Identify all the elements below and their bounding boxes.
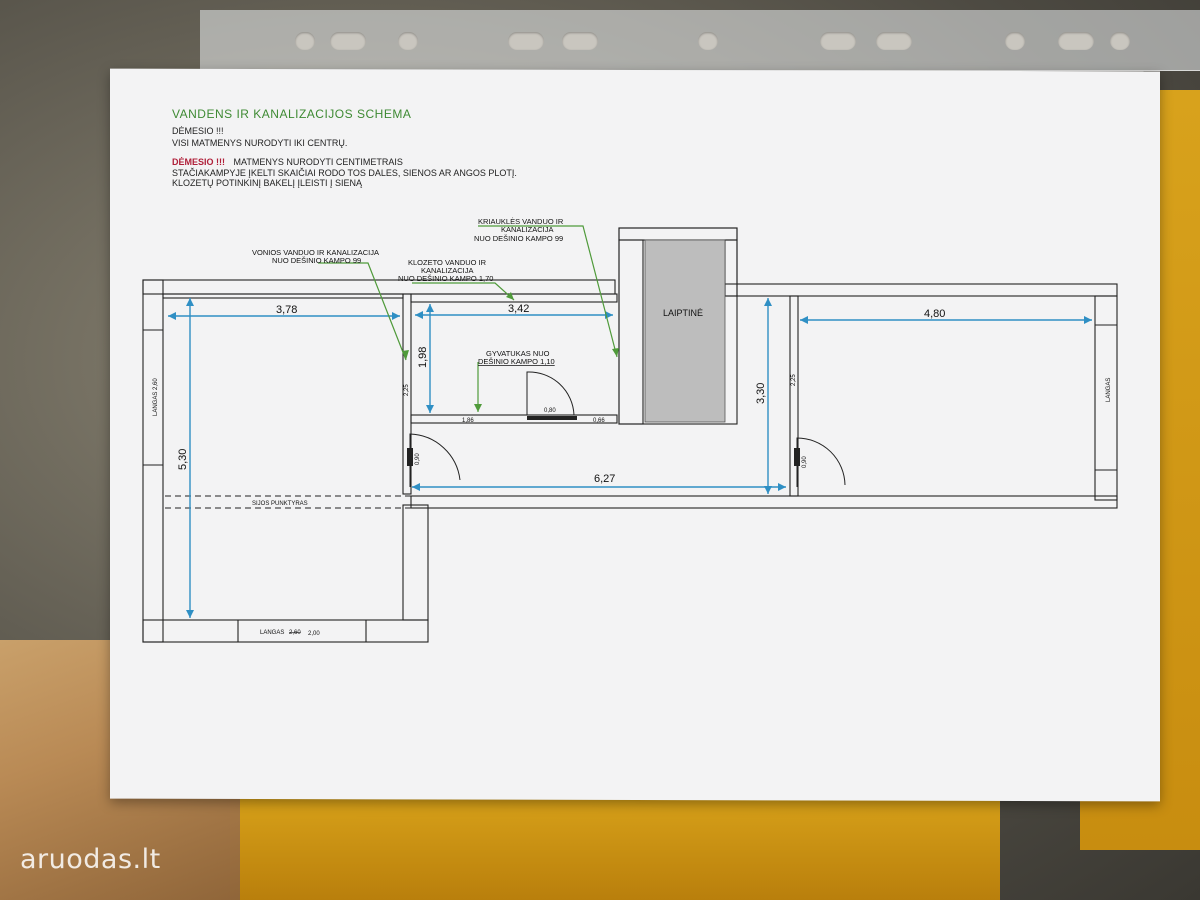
punch-hole bbox=[1058, 32, 1094, 50]
punch-hole bbox=[1110, 32, 1130, 50]
right-wall-lower-left bbox=[402, 504, 429, 621]
bath-top-wall bbox=[410, 293, 618, 303]
dim-label-left-width: 3,78 bbox=[276, 304, 297, 316]
right-top-wall bbox=[724, 283, 1118, 297]
left-outer-wall bbox=[142, 279, 164, 643]
diagram-title: VANDENS IR KANALIZACIJOS SCHEMA bbox=[172, 107, 412, 121]
hall-bottom-wall bbox=[410, 495, 1118, 509]
svg-text:KRIAUKLĖS VANDUO IR: KRIAUKLĖS VANDUO IR bbox=[478, 217, 564, 226]
svg-text:KANALIZACIJA: KANALIZACIJA bbox=[501, 225, 554, 234]
doors bbox=[409, 371, 846, 487]
bath-bottom-wall bbox=[410, 414, 618, 424]
punch-hole bbox=[876, 32, 912, 50]
attention-heading-red: DĖMESIO !!! bbox=[172, 157, 225, 167]
beam-label: SIJOS PUNKTYRAS bbox=[252, 501, 308, 507]
door-width-label: 0,90 bbox=[802, 456, 808, 468]
stairs-left-wall bbox=[618, 239, 644, 425]
stairs-top-wall bbox=[618, 227, 738, 241]
window-right-label: LANGAS bbox=[1106, 378, 1112, 402]
punch-hole bbox=[820, 32, 856, 50]
segment-width-label: 1,86 bbox=[462, 418, 474, 424]
note-toilet: KLOZETO VANDUO IR KANALIZACIJA NUO DEŠIN… bbox=[398, 258, 493, 283]
note-leaders bbox=[318, 225, 618, 412]
punch-hole bbox=[330, 32, 366, 50]
dim-label-hall-width: 6,27 bbox=[594, 473, 615, 485]
beam-line bbox=[165, 495, 411, 509]
dim-label-right-width: 4,80 bbox=[924, 308, 945, 320]
svg-text:NUO DEŠINIO KAMPO 1,70: NUO DEŠINIO KAMPO 1,70 bbox=[398, 274, 493, 283]
stairs-area bbox=[644, 239, 726, 423]
window-bottom-label: LANGAS bbox=[260, 630, 284, 636]
top-wall-inner bbox=[162, 293, 404, 299]
leader-arrows bbox=[402, 292, 619, 412]
note-units-row: DĖMESIO !!! MATMENYS NURODYTI CENTIMETRA… bbox=[172, 157, 403, 167]
dim-label-left-height: 5,30 bbox=[177, 449, 189, 470]
wall-height-label: 2,25 bbox=[791, 374, 797, 386]
left-room-door bbox=[409, 433, 461, 487]
right-room-door bbox=[796, 437, 846, 487]
svg-text:KANALIZACIJA: KANALIZACIJA bbox=[421, 266, 474, 275]
walls bbox=[142, 227, 1118, 643]
door-width-label: 0,90 bbox=[415, 453, 421, 465]
bath-door bbox=[526, 371, 575, 416]
dimension-lines bbox=[168, 298, 1092, 618]
bath-note-leader bbox=[318, 262, 407, 361]
punch-hole bbox=[398, 32, 418, 50]
yellow-folder-bottom bbox=[240, 790, 1000, 900]
door-threshold bbox=[527, 416, 577, 420]
segment-width-label: 0,66 bbox=[593, 418, 605, 424]
wall-height-label: 2,25 bbox=[404, 384, 410, 396]
dim-label-bath-width: 3,42 bbox=[508, 303, 529, 315]
watermark-logo: aruodas.lt bbox=[20, 844, 161, 875]
door-handle bbox=[407, 448, 413, 466]
note-centers: VISI MATMENYS NURODYTI IKI CENTRŲ. bbox=[172, 138, 348, 148]
window-left-label: LANGAS 2,60 bbox=[153, 378, 159, 416]
note-cistern: KLOZETŲ POTINKINĮ BAKELĮ ĮLEISTI Į SIENĄ bbox=[172, 178, 363, 188]
note-rectangles: STAČIAKAMPYJE ĮKELTI SKAIČIAI RODO TOS D… bbox=[172, 168, 517, 178]
punch-hole bbox=[562, 32, 598, 50]
svg-text:KLOZETO VANDUO IR: KLOZETO VANDUO IR bbox=[408, 258, 487, 267]
svg-text:VONIOS VANDUO IR KANALIZACIJA: VONIOS VANDUO IR KANALIZACIJA bbox=[252, 248, 379, 257]
note-heater: GYVATUKAS NUO DEŠINIO KAMPO 1,10 bbox=[478, 349, 555, 366]
window-bottom-new-width: 2,00 bbox=[308, 631, 320, 637]
stairs-right-wall bbox=[724, 239, 738, 297]
note-units: MATMENYS NURODYTI CENTIMETRAIS bbox=[233, 157, 403, 167]
dim-label-bath-height: 1,98 bbox=[417, 347, 429, 368]
bottom-wall-left bbox=[142, 619, 429, 643]
punch-hole bbox=[295, 32, 315, 50]
right-outer-wall bbox=[1094, 295, 1118, 501]
partition-wall bbox=[402, 293, 412, 495]
svg-text:GYVATUKAS NUO: GYVATUKAS NUO bbox=[486, 349, 550, 358]
door-width-label: 0,80 bbox=[544, 408, 556, 414]
sink-note-leader bbox=[478, 225, 618, 358]
dimension-arrows bbox=[168, 298, 1092, 618]
toilet-note-leader bbox=[412, 282, 515, 301]
plastic-sleeve bbox=[200, 10, 1200, 71]
note-sink: KRIAUKLĖS VANDUO IR KANALIZACIJA NUO DEŠ… bbox=[474, 217, 564, 243]
window-bottom-old-width: 2,60 bbox=[289, 630, 301, 636]
attention-heading: DĖMESIO !!! bbox=[172, 126, 224, 136]
punch-hole bbox=[508, 32, 544, 50]
dim-label-hall-height: 3,30 bbox=[755, 383, 767, 404]
punch-hole bbox=[1005, 32, 1025, 50]
punch-hole bbox=[698, 32, 718, 50]
note-bath: VONIOS VANDUO IR KANALIZACIJA NUO DEŠINI… bbox=[252, 248, 379, 265]
svg-text:NUO DEŠINIO KAMPO 99: NUO DEŠINIO KAMPO 99 bbox=[272, 256, 361, 265]
door-handle bbox=[794, 448, 800, 466]
svg-text:DEŠINIO KAMPO 1,10: DEŠINIO KAMPO 1,10 bbox=[478, 357, 555, 366]
stairs-label: LAIPTINĖ bbox=[663, 308, 703, 318]
svg-text:NUO DEŠINIO KAMPO 99: NUO DEŠINIO KAMPO 99 bbox=[474, 234, 563, 243]
